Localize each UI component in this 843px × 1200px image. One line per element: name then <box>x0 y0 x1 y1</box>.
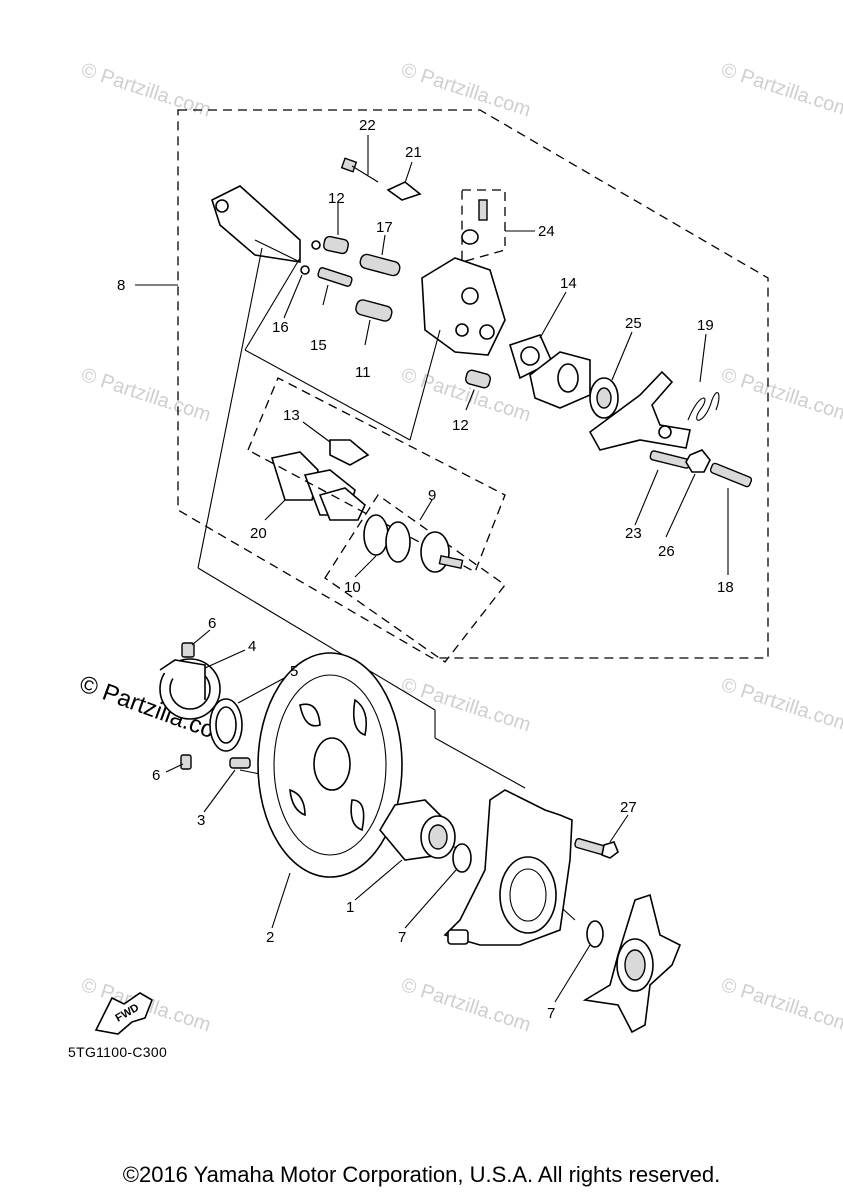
callout-7a: 7 <box>398 929 406 946</box>
piston-seals-10 <box>354 514 411 578</box>
watermark: © Partzilla.com <box>718 59 843 122</box>
callout-20: 20 <box>250 525 267 542</box>
callout-14: 14 <box>560 275 577 292</box>
callout-11: 11 <box>355 364 371 381</box>
pin-12 <box>311 203 349 255</box>
bolt-23 <box>634 450 691 526</box>
bleed-screw-24 <box>461 189 535 263</box>
callout-5: 5 <box>290 663 298 680</box>
brake-pads-20 <box>264 451 366 521</box>
callout-24: 24 <box>538 223 555 240</box>
callout-9: 9 <box>428 487 436 504</box>
fwd-arrow: FWD <box>94 992 153 1035</box>
bearing-25 <box>589 331 633 419</box>
callout-10: 10 <box>344 579 361 596</box>
bolt-22 <box>340 135 379 183</box>
piston-group-boundary <box>324 494 506 663</box>
knuckle <box>443 789 573 946</box>
callout-13: 13 <box>283 407 300 424</box>
sleeve-12b <box>465 369 491 411</box>
brake-disc-2 <box>257 652 403 929</box>
watermark: © Partzilla.com <box>718 364 843 427</box>
bolt-15 <box>300 265 353 306</box>
caliper-body <box>421 257 506 356</box>
pin-11 <box>355 299 393 346</box>
hub-1 <box>354 799 456 901</box>
callout-17: 17 <box>376 219 393 236</box>
watermark: © Partzilla.com <box>718 974 843 1037</box>
callout-19: 19 <box>697 317 714 334</box>
watermark: © Partzilla.com <box>78 364 213 427</box>
set-screw-6b <box>165 754 192 773</box>
callout-2: 2 <box>266 929 274 946</box>
nut-26 <box>665 449 711 538</box>
watermark: © Partzilla.com <box>398 59 533 122</box>
watermark: © Partzilla.com <box>398 674 533 737</box>
o-ring-7b <box>554 920 604 1003</box>
callout-12: 12 <box>328 190 345 207</box>
o-ring-7a <box>404 843 472 929</box>
callout-6a: 6 <box>208 615 216 632</box>
callout-18: 18 <box>717 579 734 596</box>
bolt-27 <box>574 814 629 859</box>
callout-16: 16 <box>272 319 289 336</box>
diagram-code: 5TG1100-C300 <box>68 1044 168 1060</box>
callout-7b: 7 <box>547 1005 555 1022</box>
callout-12b: 12 <box>452 417 469 434</box>
leader-16 <box>283 274 303 319</box>
callout-26: 26 <box>658 543 675 560</box>
callout-labels: 22 21 24 12 17 8 16 15 11 14 25 19 12 13… <box>117 117 734 1022</box>
bolt-3 <box>203 757 251 813</box>
bolt-18 <box>709 462 753 575</box>
clip-21 <box>386 161 422 201</box>
callout-6b: 6 <box>152 767 160 784</box>
brake-lever <box>588 370 691 451</box>
callout-8: 8 <box>117 277 125 294</box>
callout-25: 25 <box>625 315 642 332</box>
watermark: © Partzilla.com <box>718 674 843 737</box>
hub-flange <box>582 893 682 1034</box>
watermark: © Partzilla.com <box>398 974 533 1037</box>
watermark: © Partzilla.com <box>78 59 213 122</box>
adapter <box>529 351 591 409</box>
callout-27: 27 <box>620 799 637 816</box>
callout-15: 15 <box>310 337 327 354</box>
callout-3: 3 <box>197 812 205 829</box>
callout-1: 1 <box>346 899 354 916</box>
pad-spring-13 <box>302 421 370 466</box>
caliper-assembly-boundary <box>177 109 769 659</box>
caliper-bracket <box>211 185 301 263</box>
spring-19 <box>687 333 720 421</box>
callout-22: 22 <box>359 117 376 134</box>
callout-4: 4 <box>248 638 256 655</box>
hub-nut-4 <box>159 649 246 720</box>
piston-9 <box>419 499 464 573</box>
pin-17 <box>359 234 401 277</box>
callout-23: 23 <box>625 525 642 542</box>
copyright-notice: ©2016 Yamaha Motor Corporation, U.S.A. A… <box>122 1162 721 1187</box>
set-screw-6a <box>181 629 211 658</box>
callout-21: 21 <box>405 144 422 161</box>
washer-5 <box>209 675 289 752</box>
